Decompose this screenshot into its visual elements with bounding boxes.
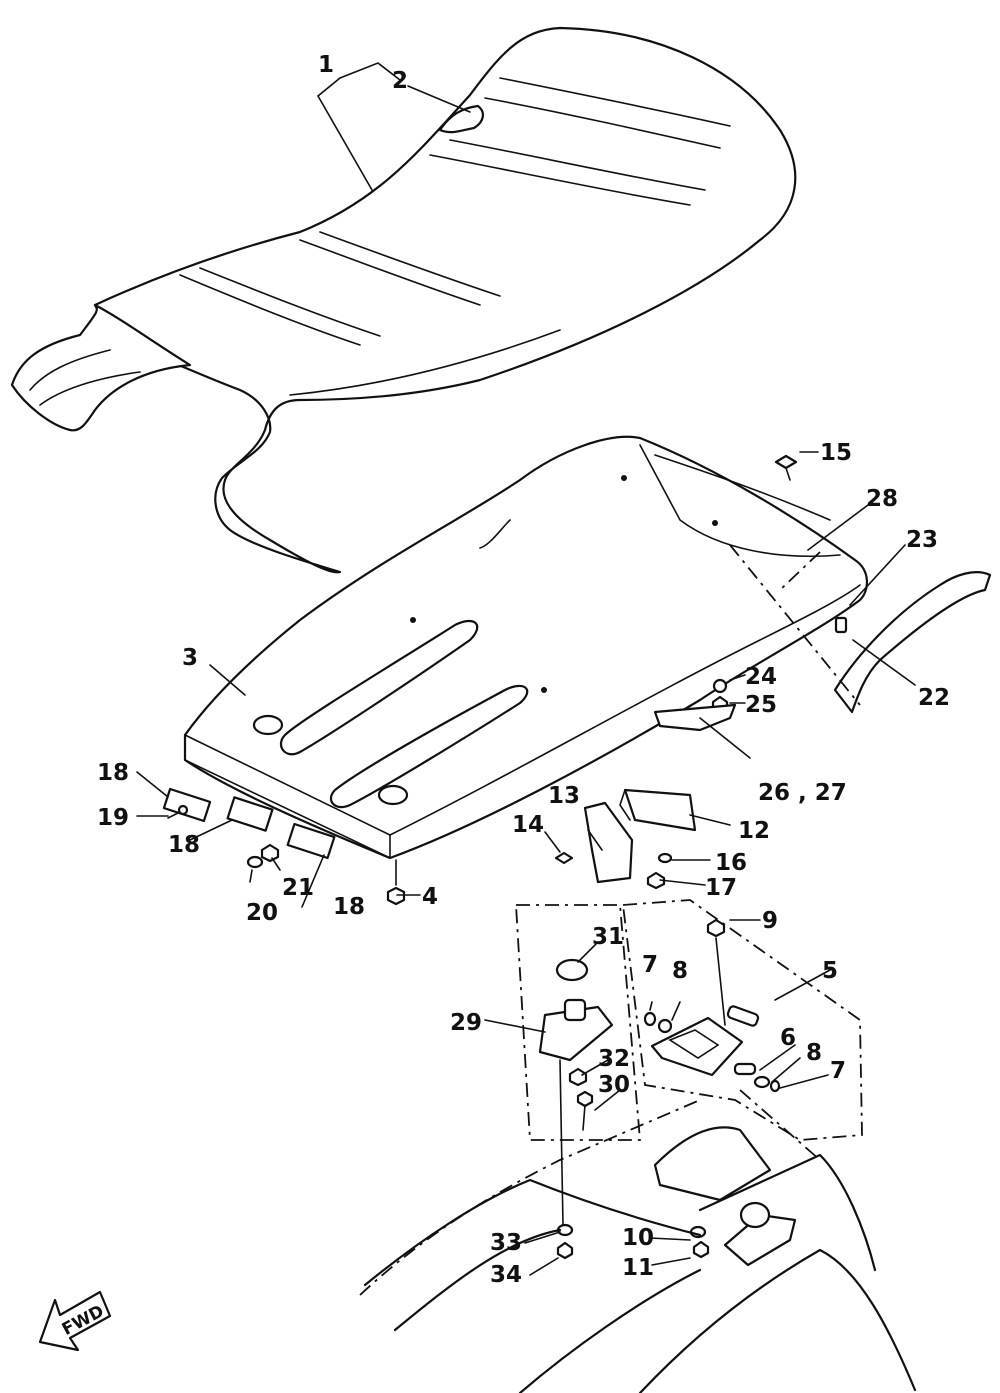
- assembly-groupings: [359, 544, 863, 1296]
- callout-labels: 1 2 3 4 5 6 7 7 8 8 9 10 11 12 13 14 15 …: [97, 52, 950, 1288]
- callout-21: 21: [282, 875, 314, 901]
- seat-cushion: [10, 26, 797, 574]
- callout-18b: 18: [168, 832, 200, 858]
- callout-11: 11: [622, 1255, 654, 1281]
- callout-8a: 8: [672, 958, 688, 984]
- callout-1: 1: [318, 52, 334, 78]
- callout-33: 33: [490, 1230, 522, 1256]
- callout-24: 24: [745, 664, 777, 690]
- callout-20: 20: [246, 900, 278, 926]
- callout-31: 31: [592, 924, 624, 950]
- callout-8b: 8: [806, 1040, 822, 1066]
- hardware-parts: [162, 454, 798, 1260]
- fwd-arrow-icon: FWD: [38, 1290, 112, 1352]
- callout-19: 19: [97, 805, 129, 831]
- callout-29: 29: [450, 1010, 482, 1036]
- callout-16: 16: [715, 850, 747, 876]
- callout-13: 13: [548, 783, 580, 809]
- callout-4: 4: [422, 884, 438, 910]
- callout-7b: 7: [830, 1058, 846, 1084]
- grab-rail: [833, 571, 992, 714]
- callout-6: 6: [780, 1025, 796, 1051]
- callout-32: 32: [598, 1046, 630, 1072]
- callout-25: 25: [745, 692, 777, 718]
- callout-7a: 7: [642, 952, 658, 978]
- callout-2: 2: [392, 68, 408, 94]
- callout-22: 22: [918, 685, 950, 711]
- callout-23: 23: [906, 527, 938, 553]
- callout-14: 14: [512, 812, 544, 838]
- callout-34: 34: [490, 1262, 522, 1288]
- callout-26-27: 26 , 27: [758, 780, 847, 806]
- callout-18a: 18: [97, 760, 129, 786]
- callout-18c: 18: [333, 894, 365, 920]
- callout-10: 10: [622, 1225, 654, 1251]
- callout-12: 12: [738, 818, 770, 844]
- callout-3: 3: [182, 645, 198, 671]
- callout-5: 5: [822, 958, 838, 984]
- callout-28: 28: [866, 486, 898, 512]
- hull-deck: [363, 1126, 917, 1393]
- callout-9: 9: [762, 908, 778, 934]
- callout-30: 30: [598, 1072, 630, 1098]
- leader-lines: [136, 62, 916, 1276]
- callout-15: 15: [820, 440, 852, 466]
- callout-17: 17: [705, 875, 737, 901]
- seat-base: [183, 435, 868, 860]
